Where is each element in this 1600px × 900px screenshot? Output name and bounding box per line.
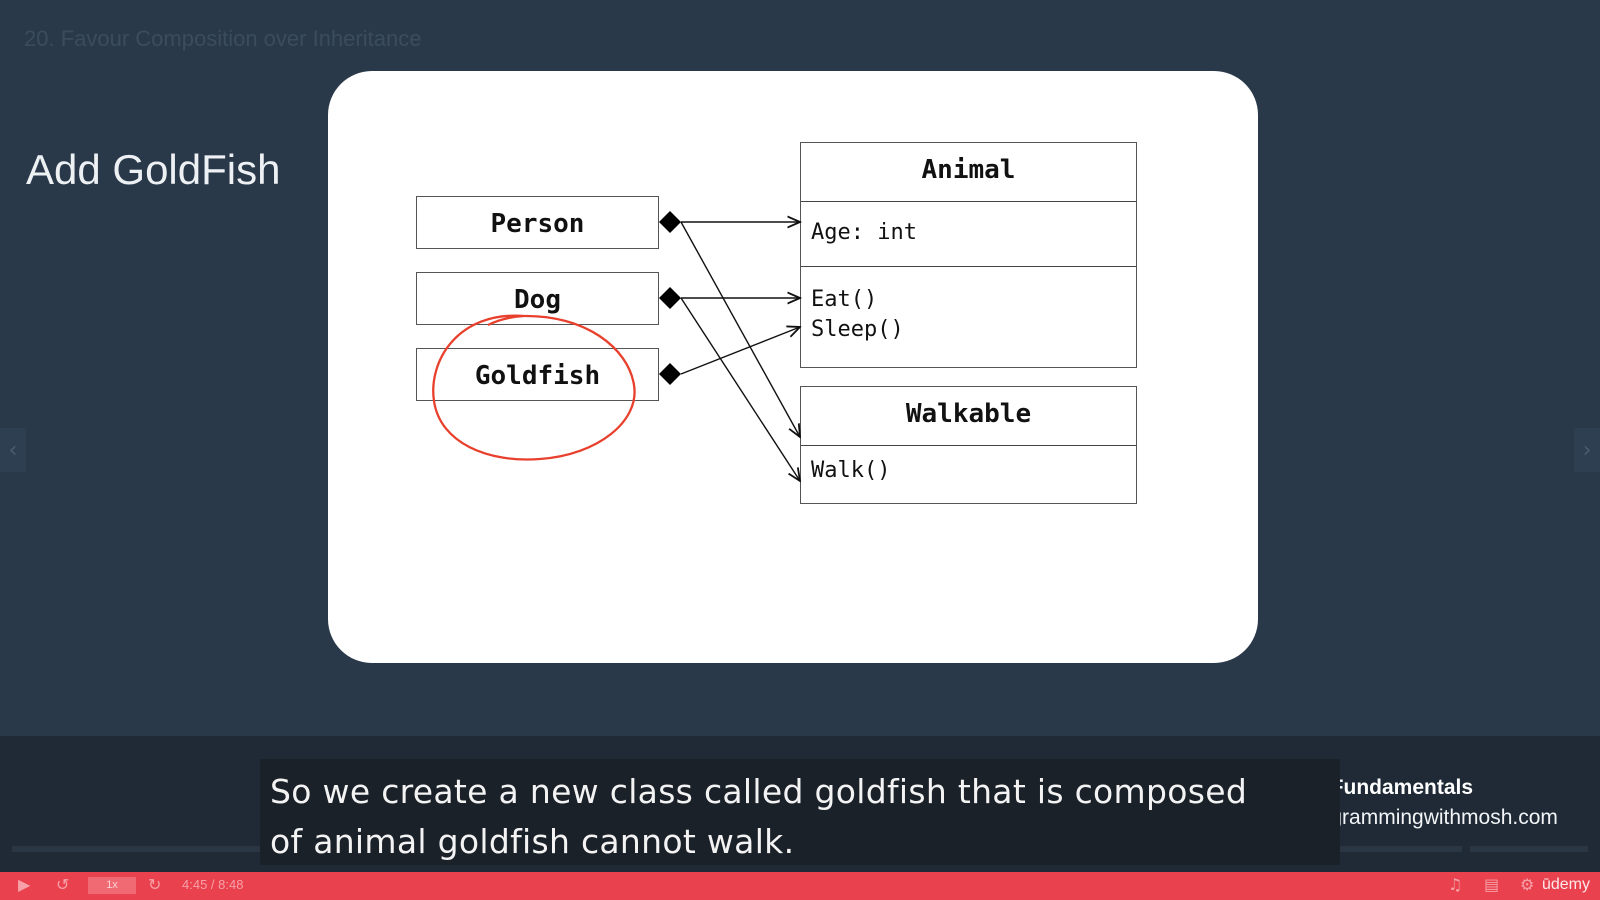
animal-method-sleep: Sleep() [811,317,904,342]
animal-methods: Eat() Sleep() [801,273,1136,345]
prev-slide-button[interactable]: ‹ [0,428,26,472]
walkable-methods: Walk() [801,445,1136,483]
caption-line-2: of animal goldfish cannot walk. [270,822,795,861]
dog-diamond-icon [659,287,681,309]
animal-class-box: Animal Age: int Eat() Sleep() [800,142,1137,368]
udemy-logo: ūdemy [1541,876,1590,893]
rewind-icon[interactable]: ↺ [56,875,70,894]
chevron-right-icon: › [1582,437,1592,463]
person-class-box: Person [416,196,659,249]
course-brand: C# Fundamentals [1298,776,1474,799]
walkable-class-name: Walkable [905,399,1032,429]
playback-speed-button[interactable]: 1x [88,877,136,894]
caption-line-1: So we create a new class called goldfish… [270,772,1248,811]
progress-segment [1318,846,1462,852]
forward-icon[interactable]: ↻ [148,875,162,894]
site-brand: programmingwithmosh.com [1300,806,1558,829]
goldfish-highlight-circle [432,314,636,461]
person-diamond-icon [659,211,681,233]
slide-heading: Add GoldFish [26,146,281,193]
animal-class-name: Animal [921,155,1016,185]
goldfish-class-box: Goldfish [416,348,659,401]
goldfish-diamond-icon [659,363,681,385]
volume-icon[interactable]: ♫ [1448,875,1463,894]
lecture-title: 20. Favour Composition over Inheritance [24,26,422,51]
slide-card: Person Dog Goldfish Animal Age: int Eat(… [328,71,1258,663]
goldfish-class-name: Goldfish [474,361,601,391]
captions-icon[interactable]: ▤ [1484,875,1500,894]
person-class-name: Person [490,209,585,239]
animal-method-eat: Eat() [811,287,878,312]
player-controls: ▶ ↺ 1x ↻ 4:45 / 8:48 ♫ ▤ ⚙ ūdemy [0,872,1600,900]
animal-attribute-age: Age: int [811,220,917,245]
subtitle-caption: So we create a new class called goldfish… [260,759,1340,865]
walkable-class-box: Walkable Walk() [800,386,1137,504]
next-slide-button[interactable]: › [1574,428,1600,472]
progress-segment [1470,846,1588,852]
settings-icon[interactable]: ⚙ [1520,875,1535,894]
animal-attributes: Age: int [801,201,1136,267]
chevron-left-icon: ‹ [8,437,18,463]
composition-arrows [432,211,1258,663]
walkable-method-walk: Walk() [811,458,891,483]
dog-class-name: Dog [514,285,561,315]
play-icon[interactable]: ▶ [18,875,31,894]
playback-time: 4:45 / 8:48 [182,877,244,892]
